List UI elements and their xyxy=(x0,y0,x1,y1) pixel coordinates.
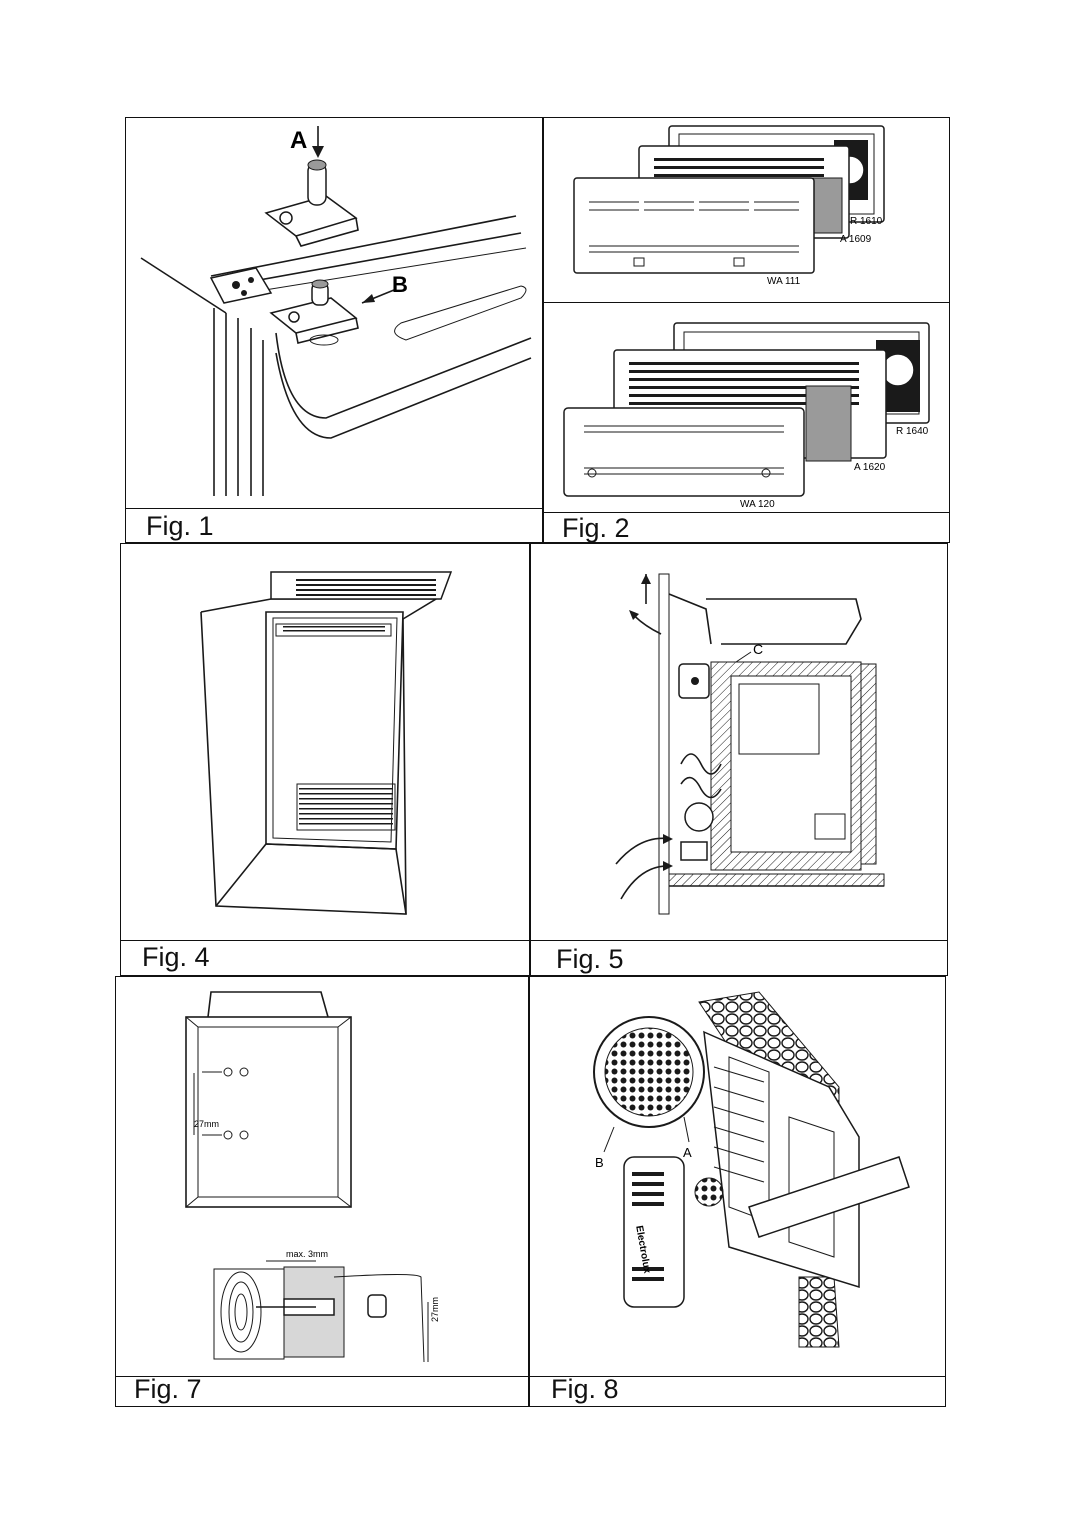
figure-4-caption: Fig. 4 xyxy=(142,942,210,972)
figure-5-panel xyxy=(530,543,948,976)
figure-5-label-c: C xyxy=(753,641,763,657)
figure-8-label-a: A xyxy=(683,1145,692,1160)
figure-2-bottom-model-a: A 1620 xyxy=(854,462,886,473)
figure-5-caption-rule xyxy=(530,940,948,941)
figure-5-caption: Fig. 5 xyxy=(556,944,624,974)
figure-5-drawing: C xyxy=(615,573,885,915)
figure-8-label-b: B xyxy=(595,1155,604,1170)
figure-8-drawing: Electrolux B A xyxy=(593,991,910,1348)
figure-4-caption-rule xyxy=(120,940,530,941)
figure-1-caption-rule xyxy=(125,508,543,509)
figure-2-caption-rule xyxy=(543,512,950,513)
figure-2-top-model-a: A 1609 xyxy=(840,234,872,245)
figure-2-drawing: R 1610 A 1609 WA 111 R 1640 A 1620 WA 12… xyxy=(563,125,930,510)
figure-7-panel xyxy=(115,976,530,1407)
figure-7-caption-rule xyxy=(115,1376,530,1377)
figure-7-dim-bottom: 27mm xyxy=(430,1297,440,1322)
figure-4-drawing xyxy=(200,571,453,915)
figure-7-caption: Fig. 7 xyxy=(134,1374,202,1404)
figure-2-top-model-wa: WA 111 xyxy=(767,276,801,287)
figure-7-dim-max: max. 3mm xyxy=(286,1249,328,1259)
figure-2-panel xyxy=(543,117,950,543)
figure-7-dim-top: 27mm xyxy=(194,1119,219,1129)
figure-1-caption: Fig. 1 xyxy=(146,511,214,541)
figure-7-drawing: 27mm max. 3mm 27mm xyxy=(185,991,440,1363)
figure-2-caption: Fig. 2 xyxy=(562,513,630,543)
figure-2-bottom-model-wa: WA 120 xyxy=(740,499,775,510)
figure-2-divider xyxy=(543,302,950,303)
figure-1-drawing: B A xyxy=(140,126,532,496)
figure-1-label-a: A xyxy=(290,127,307,154)
figure-1-panel xyxy=(125,117,543,543)
figure-2-top-model-r: R 1610 xyxy=(850,216,883,227)
figure-1-label-b: B xyxy=(392,272,408,297)
figure-2-bottom-model-r: R 1640 xyxy=(896,426,929,437)
figure-8-panel xyxy=(528,976,946,1407)
figure-4-panel xyxy=(120,543,530,976)
figure-8-caption-rule xyxy=(528,1376,946,1377)
figure-8-caption: Fig. 8 xyxy=(551,1374,619,1404)
